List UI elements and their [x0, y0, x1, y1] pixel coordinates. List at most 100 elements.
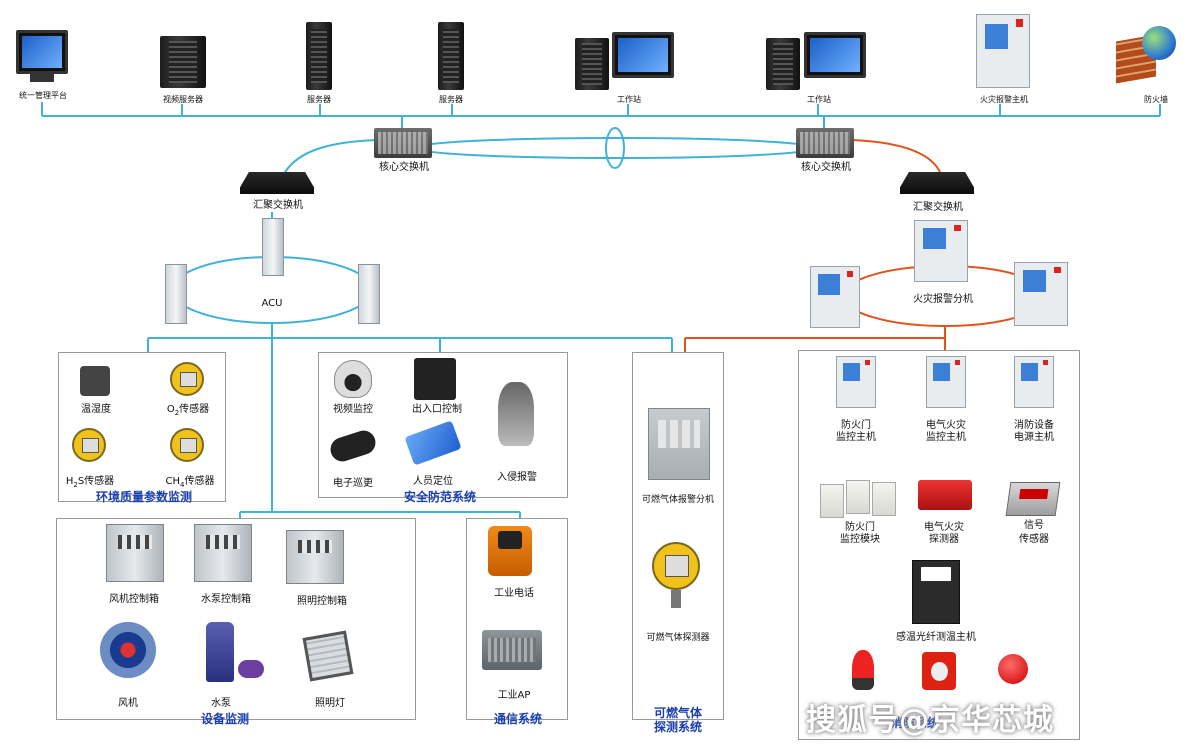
fire-alarm-unit-icon [1014, 262, 1068, 326]
electrical-fire-host-label-1: 电气火灾 [926, 420, 966, 431]
o2-sensor-icon [170, 362, 204, 396]
fan-control-box-icon [106, 524, 164, 582]
acu-cabinet-icon [262, 218, 284, 276]
lamp-label: 照明灯 [315, 698, 345, 709]
fire-door-module-icon [872, 482, 896, 516]
signal-sensor-label-1: 信号 [1024, 520, 1044, 531]
pump-label: 水泵 [211, 698, 231, 709]
industrial-ap-icon [482, 630, 542, 670]
fire-sub-label: 火灾报警分机 [913, 294, 973, 305]
fire-alarm-host-icon [976, 14, 1030, 88]
gas-title-line2: 探测系统 [653, 720, 702, 734]
electrical-fire-detector-label-2: 探测器 [929, 534, 959, 545]
video-server-label: 视频服务器 [163, 95, 203, 104]
server-label-2: 服务器 [439, 95, 463, 104]
extinguisher-icon [998, 654, 1028, 684]
h2s-sensor-label: H2S传感器 [65, 476, 115, 489]
workstation-label-1: 工作站 [617, 95, 641, 104]
pump-icon [206, 622, 234, 682]
electrical-fire-host-label-2: 监控主机 [926, 432, 966, 443]
aggregation-switch-label-right: 汇聚交换机 [913, 202, 963, 213]
fire-power-host-icon [1014, 356, 1054, 408]
firewall-label: 防火墙 [1144, 95, 1168, 104]
access-control-icon [414, 358, 456, 400]
fan-control-box-label: 风机控制箱 [109, 594, 159, 605]
light-control-box-icon [286, 530, 344, 584]
temp-humidity-label: 温湿度 [81, 404, 111, 415]
aggregation-switch-label-left: 汇聚交换机 [253, 200, 303, 211]
fan-label: 风机 [118, 698, 138, 709]
workstation-tower-icon [766, 38, 800, 90]
workstation-monitor-icon [804, 32, 866, 78]
alarm-beacon-icon [852, 650, 874, 690]
workstation-label-2: 工作站 [807, 95, 831, 104]
industrial-phone-label: 工业电话 [494, 588, 534, 599]
fire-alarm-unit-icon [810, 266, 860, 328]
signal-sensor-icon [1005, 482, 1061, 516]
light-control-box-label: 照明控制箱 [297, 596, 347, 607]
watermark: 搜狐号@京华芯城 [806, 703, 1054, 738]
environment-title: 环境质量参数监测 [95, 490, 192, 504]
fire-door-host-icon [836, 356, 876, 408]
workstation-tower-icon [575, 38, 609, 90]
h2s-sensor-icon [72, 428, 106, 462]
workstation-monitor-icon [612, 32, 674, 78]
core-switch-icon [374, 128, 432, 158]
fire-door-module-icon [820, 484, 844, 518]
gas-detector-label: 可燃气体探测器 [646, 633, 710, 643]
monitor-icon [16, 30, 68, 74]
fiber-temperature-host-label: 感温光纤测温主机 [896, 632, 976, 643]
server-icon [438, 22, 464, 90]
aggregation-switch-icon [900, 172, 974, 194]
ch4-sensor-icon [170, 428, 204, 462]
gas-alarm-unit-icon [648, 408, 710, 480]
gas-detector-stem-icon [671, 590, 681, 608]
ch4-sensor-label: CH4传感器 [165, 476, 215, 489]
intrusion-detector-icon [498, 382, 534, 446]
fiber-temperature-host-icon [912, 560, 960, 624]
signal-sensor-label-2: 传感器 [1019, 534, 1049, 545]
electrical-fire-host-icon [926, 356, 966, 408]
video-server-icon [160, 36, 206, 88]
fire-power-host-label-1: 消防设备 [1014, 420, 1054, 431]
patrol-label: 电子巡更 [333, 478, 373, 489]
communication-title: 通信系统 [493, 712, 542, 726]
fire-title: 消防系统 [890, 716, 939, 730]
fire-alarm-host-label: 火灾报警主机 [980, 95, 1028, 104]
core-switch-icon [796, 128, 854, 158]
monitor-stand-icon [30, 74, 54, 82]
pump-control-box-label: 水泵控制箱 [201, 594, 251, 605]
flood-lamp-icon [302, 630, 354, 682]
gas-detector-icon [652, 542, 700, 590]
aggregation-switch-icon [240, 172, 314, 194]
fire-door-host-label-1: 防火门 [841, 420, 871, 431]
industrial-phone-icon [488, 526, 532, 576]
globe-icon [1142, 26, 1176, 60]
gas-alarm-unit-label: 可燃气体报警分机 [641, 495, 714, 505]
fire-door-module-label-2: 监控模块 [840, 534, 880, 545]
platform-label: 统一管理平台 [19, 91, 67, 100]
server-icon [306, 22, 332, 90]
electrical-fire-detector-icon [918, 480, 972, 510]
intrusion-alarm-label: 入侵报警 [497, 472, 537, 483]
fire-power-host-label-2: 电源主机 [1014, 432, 1054, 443]
fire-alarm-unit-icon [914, 220, 968, 282]
fan-icon [100, 622, 156, 678]
acu-cabinet-icon [165, 264, 187, 324]
manual-alarm-button-icon [922, 652, 956, 690]
equipment-title: 设备监测 [200, 712, 249, 726]
personnel-locating-label: 人员定位 [413, 476, 453, 487]
core-switch-label-left: 核心交换机 [379, 162, 429, 173]
thermo-hygrometer-icon [80, 366, 110, 396]
core-switch-label-right: 核心交换机 [801, 162, 851, 173]
pump-outlet-icon [238, 660, 264, 678]
fire-door-module-label-1: 防火门 [845, 522, 875, 533]
acu-label: ACU [261, 298, 283, 309]
gas-title-line1: 可燃气体 [653, 706, 702, 720]
video-monitor-label: 视频监控 [333, 404, 373, 415]
server-label-1: 服务器 [307, 95, 331, 104]
access-control-label: 出入口控制 [412, 404, 462, 415]
camera-icon [334, 360, 372, 398]
security-title: 安全防范系统 [403, 490, 476, 504]
industrial-ap-label: 工业AP [497, 690, 531, 701]
